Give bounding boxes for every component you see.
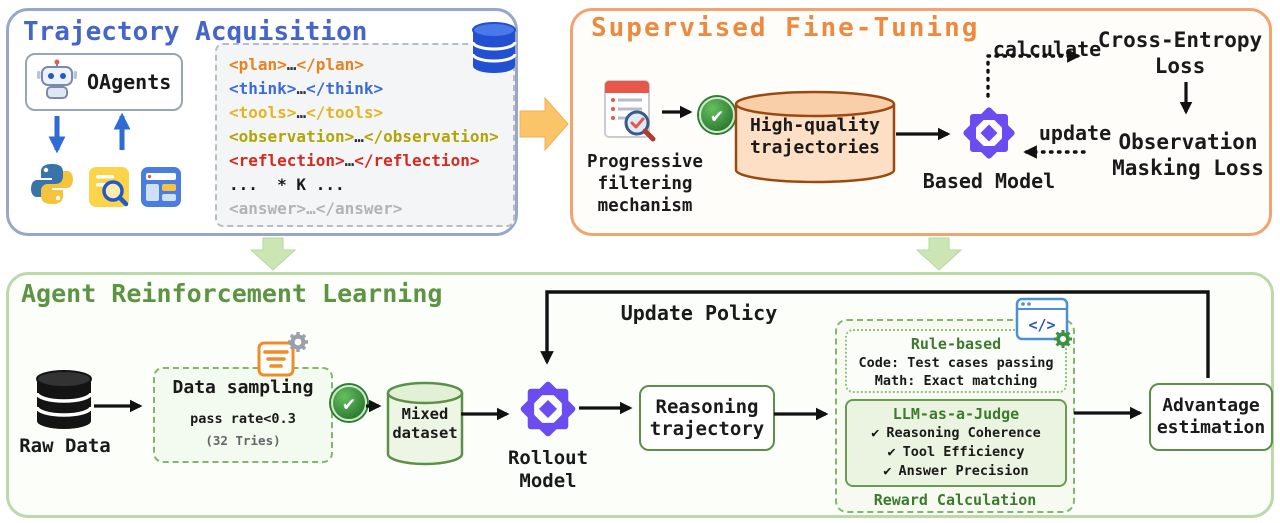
cross-entropy-loss-label: Cross-Entropy Loss <box>1097 28 1263 78</box>
traj-to-sft-arrow <box>519 96 569 152</box>
advantage-estimation-box: Advantage estimation <box>1149 383 1273 451</box>
code-line: <plan>…</plan> <box>229 55 364 74</box>
trajectory-acquisition-panel: Trajectory Acquisition OAgents <box>6 8 518 236</box>
reasoning-trajectory-label: Reasoning trajectory <box>649 396 765 440</box>
rollout-model-label: Rollout Model <box>507 447 589 492</box>
sft-panel: Supervised Fine-Tuning Progressive filte… <box>570 8 1272 236</box>
database-icon <box>471 21 517 79</box>
judge-item: ✔ Answer Precision <box>847 462 1065 481</box>
advantage-estimation-label: Advantage estimation <box>1156 395 1266 438</box>
rule-line: Math: Exact matching <box>874 373 1038 389</box>
reasoning-trajectory-box: Reasoning trajectory <box>639 385 775 451</box>
judge-item: ✔ Tool Efficiency <box>847 443 1065 462</box>
judge-item-label: Answer Precision <box>898 463 1029 479</box>
pass-rate-label: pass rate<0.3 <box>190 411 296 427</box>
code-line: ... * K ... <box>229 175 345 194</box>
high-quality-label: High-quality trajectories <box>749 115 881 158</box>
check-icon: ✔ <box>887 444 896 460</box>
rl-title: Agent Reinforcement Learning <box>21 279 443 308</box>
search-doc-icon <box>87 165 131 213</box>
code-window-gear-icon: </> <box>1015 297 1075 355</box>
data-sampling-title: Data sampling <box>172 377 314 398</box>
observation-masking-loss-label: Observation Masking Loss <box>1112 130 1264 180</box>
update-policy-label: Update Policy <box>620 301 778 325</box>
oagents-card: OAgents <box>25 53 183 111</box>
browser-icon <box>139 165 183 213</box>
oagents-label: OAgents <box>87 70 172 94</box>
update-label: update <box>1038 121 1112 145</box>
code-line: <reflection>…</reflection> <box>229 151 480 170</box>
raw-data-label: Raw Data <box>19 435 111 457</box>
based-model-logo-icon <box>959 103 1019 167</box>
traj-to-rl-arrow <box>249 237 297 271</box>
mixed-dataset-cylinder <box>386 381 464 471</box>
svg-text:</>: </> <box>1028 316 1055 334</box>
judge-items: ✔Reasoning Coherence✔Tool Efficiency✔Ans… <box>847 424 1065 481</box>
raw-data-database-icon <box>35 369 93 435</box>
check-icon: ✔ <box>699 97 735 133</box>
check-icon: ✔ <box>883 463 892 479</box>
tries-label: (32 Tries) <box>205 433 281 448</box>
sft-title: Supervised Fine-Tuning <box>591 13 980 43</box>
check-icon: ✔ <box>871 425 880 441</box>
progressive-filtering-label: Progressive filtering mechanism <box>587 152 703 216</box>
filter-checklist-icon <box>601 79 659 147</box>
judge-item: ✔ Reasoning Coherence <box>847 424 1065 443</box>
judge-item-label: Reasoning Coherence <box>886 425 1041 441</box>
check-icon: ✔ <box>331 385 367 421</box>
llm-judge-title: LLM-as-a-Judge <box>892 405 1020 423</box>
trajectory-title: Trajectory Acquisition <box>23 17 368 47</box>
code-line: <answer>…</answer> <box>229 199 403 218</box>
based-model-label: Based Model <box>922 169 1056 193</box>
reward-caption: Reward Calculation <box>873 491 1037 509</box>
high-quality-cylinder <box>733 89 897 189</box>
judge-item-label: Tool Efficiency <box>902 444 1025 460</box>
filter-gear-icon <box>257 329 311 383</box>
code-line: <observation>…</observation> <box>229 127 499 146</box>
data-sampling-box: Data sampling pass rate<0.3 (32 Tries) <box>153 367 333 463</box>
llm-judge-box: LLM-as-a-Judge ✔ Reasoning Coherence ✔ Tool… <box>845 399 1067 487</box>
robot-icon <box>35 58 79 107</box>
python-icon <box>29 161 75 211</box>
rollout-model-logo-icon <box>516 377 580 445</box>
code-line: <tools>…</tools> <box>229 103 384 122</box>
mixed-dataset-label: Mixed dataset <box>392 405 458 442</box>
code-line: <think>…</think> <box>229 79 384 98</box>
sft-to-rl-arrow <box>915 237 963 271</box>
trace-code-block: <plan>…</plan> <think>…</think> <tools>…</… <box>215 43 515 227</box>
rule-line: Code: Test cases passing <box>858 355 1054 371</box>
agent-rl-panel: Agent Reinforcement Learning Raw Data Da… <box>6 272 1274 518</box>
